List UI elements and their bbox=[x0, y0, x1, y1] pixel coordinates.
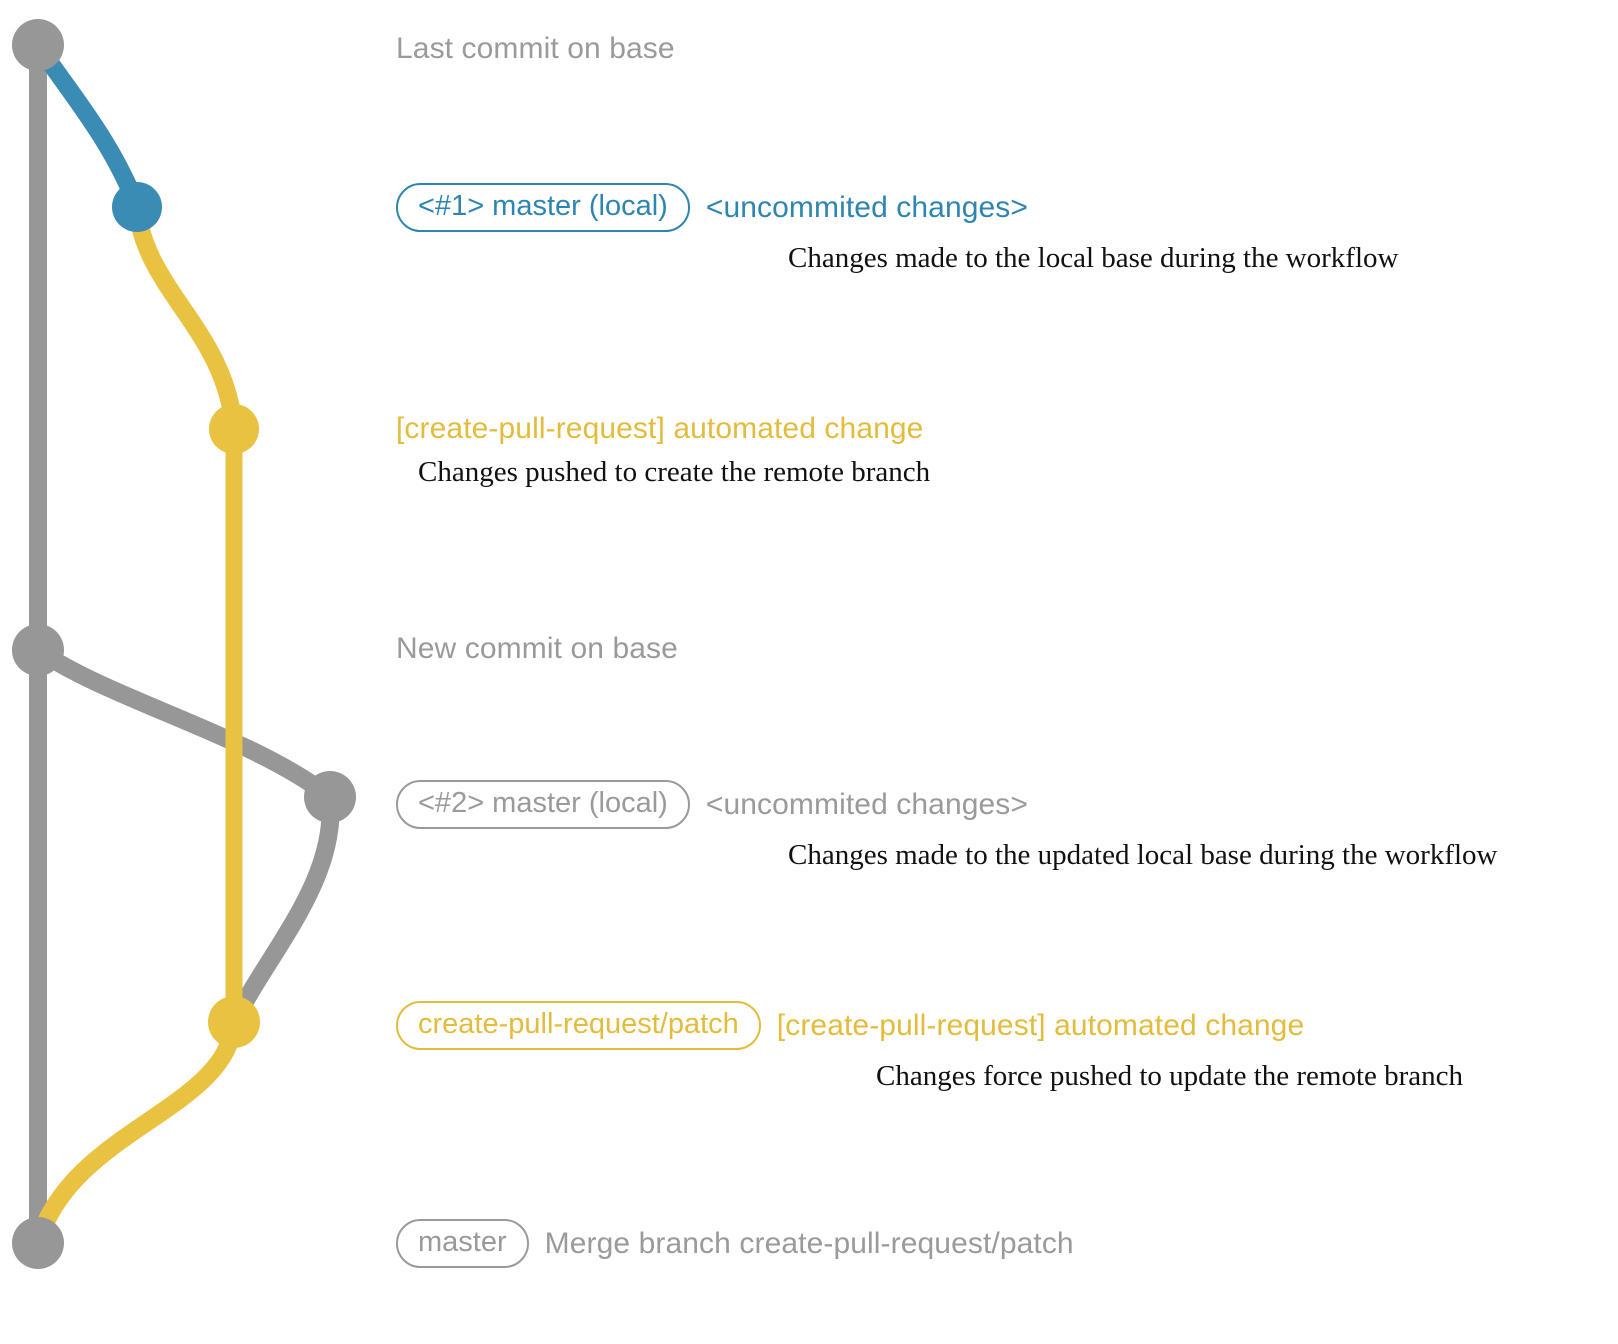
commit-node-base-top[interactable] bbox=[12, 19, 64, 71]
ref-badge-master[interactable]: master bbox=[396, 1219, 529, 1268]
row-line: <#1> master (local) <uncommited changes> bbox=[396, 183, 1398, 232]
row-automated-change-1: [create-pull-request] automated change C… bbox=[396, 412, 930, 489]
commit-graph bbox=[12, 19, 356, 1269]
row-merge-commit: master Merge branch create-pull-request/… bbox=[396, 1219, 1074, 1268]
commit-description: Changes made to the updated local base d… bbox=[788, 839, 1498, 871]
commit-description: Changes made to the local base during th… bbox=[788, 242, 1399, 274]
row-last-commit-on-base: Last commit on base bbox=[396, 32, 675, 66]
edge-base-to-local2 bbox=[29, 641, 339, 806]
ref-badge-master-local-1[interactable]: <#1> master (local) bbox=[396, 183, 690, 232]
commit-subject: Merge branch create-pull-request/patch bbox=[544, 1226, 1074, 1260]
row-new-commit-on-base: New commit on base bbox=[396, 632, 678, 666]
commit-subject: Last commit on base bbox=[396, 32, 675, 65]
commit-node-merge[interactable] bbox=[12, 1217, 64, 1269]
row-local-1: <#1> master (local) <uncommited changes>… bbox=[396, 183, 1398, 275]
commit-node-base-new[interactable] bbox=[12, 624, 64, 676]
commit-node-local-2[interactable] bbox=[304, 771, 356, 823]
commit-description: Changes force pushed to update the remot… bbox=[876, 1060, 1464, 1092]
row-line: [create-pull-request] automated change bbox=[396, 412, 930, 446]
commit-node-local-1[interactable] bbox=[112, 182, 162, 232]
commit-subject: New commit on base bbox=[396, 632, 678, 665]
commit-subject: <uncommited changes> bbox=[705, 787, 1029, 821]
row-line: create-pull-request/patch [create-pull-r… bbox=[396, 1001, 1463, 1050]
commit-subject: <uncommited changes> bbox=[705, 190, 1029, 224]
ref-badge-master-local-2[interactable]: <#2> master (local) bbox=[396, 780, 690, 829]
row-line: master Merge branch create-pull-request/… bbox=[396, 1219, 1074, 1268]
ref-badge-create-pull-request-patch[interactable]: create-pull-request/patch bbox=[396, 1001, 761, 1050]
edge-local2-to-patch2 bbox=[225, 788, 340, 1031]
edge-local1-to-patch1 bbox=[128, 198, 243, 438]
commit-subject: [create-pull-request] automated change bbox=[776, 1008, 1305, 1042]
row-line: Last commit on base bbox=[396, 32, 675, 66]
row-line: <#2> master (local) <uncommited changes> bbox=[396, 780, 1498, 829]
commit-description: Changes pushed to create the remote bran… bbox=[418, 456, 931, 488]
edge-patch2-to-merge bbox=[29, 1013, 243, 1252]
row-local-2: <#2> master (local) <uncommited changes>… bbox=[396, 780, 1498, 872]
row-line: New commit on base bbox=[396, 632, 678, 666]
row-automated-change-2: create-pull-request/patch [create-pull-r… bbox=[396, 1001, 1463, 1093]
commit-subject: [create-pull-request] automated change bbox=[396, 412, 924, 445]
commit-node-patch-2[interactable] bbox=[208, 996, 260, 1048]
commit-node-patch-1[interactable] bbox=[209, 404, 259, 454]
